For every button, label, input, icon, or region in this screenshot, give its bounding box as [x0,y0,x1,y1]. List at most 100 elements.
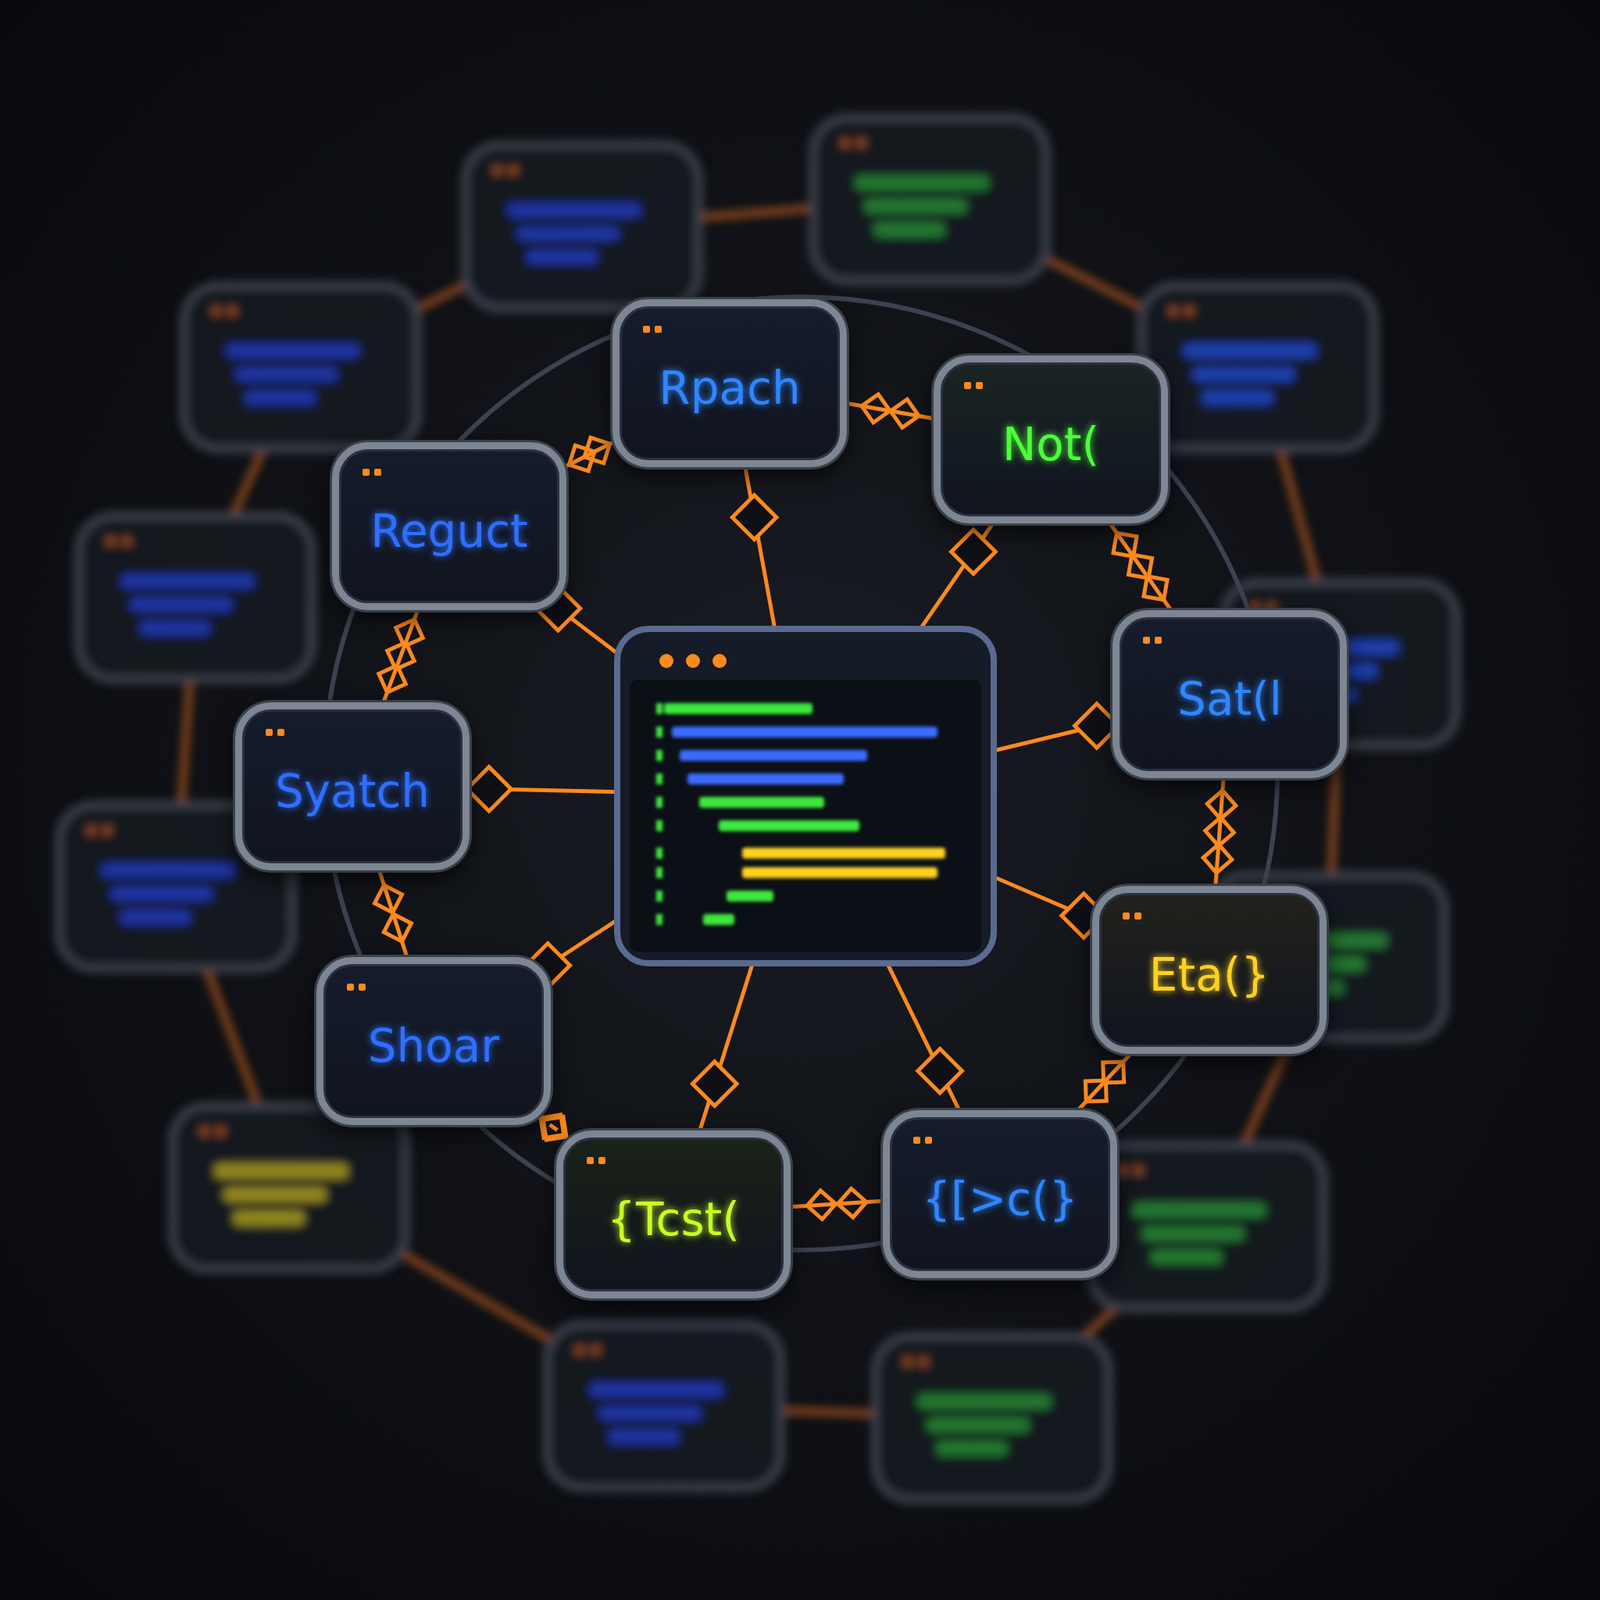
chain-diamond [1143,576,1168,600]
ring-connector [790,1188,883,1219]
chain-diamond [396,619,423,647]
outer-dot [1117,1165,1128,1175]
connector-line [550,1125,558,1131]
code-node: Not( [933,355,1168,524]
outer-code-bar [589,1382,723,1397]
outer-dot [215,1126,225,1136]
window-dots [362,464,386,473]
chain-diamond [1205,817,1235,847]
code-line [742,847,946,859]
chain-diamond [375,885,403,913]
outer-code-bar [864,199,967,214]
code-node: {Tcst( [556,1130,791,1299]
outer-code-bar [855,175,989,190]
node-label: Syatch [275,753,430,818]
outer-box [78,515,313,680]
outer-code-bar [526,250,597,265]
connector-line [1110,523,1172,611]
outer-dot [840,138,850,148]
code-line [718,820,860,832]
ring-connector [846,394,934,429]
window-dots [913,1132,937,1141]
outer-code-bar [517,226,619,241]
code-line [726,890,774,902]
outer-box [1089,1144,1325,1309]
code-node: Eta(} [1092,885,1327,1054]
outer-dot [227,306,237,316]
code-window [617,628,994,964]
outer-code-bar [1151,1250,1222,1265]
node-label: Not( [1002,407,1100,472]
outer-code-bar [110,886,213,901]
ring-connector [566,437,613,472]
outer-dot [918,1357,929,1367]
line-number [656,703,663,715]
window-dots [964,378,988,386]
outer-code-bar [599,1406,701,1421]
chain-diamond [387,642,415,669]
outer-code-bar [224,1187,326,1202]
outer-code-bar [917,1394,1051,1409]
outer-dot [86,825,97,836]
outer-code-bar [214,1164,348,1179]
outer-code-bar [121,574,254,589]
outer-code-bar [1192,367,1295,382]
chain-diamond [1085,1080,1107,1102]
line-number [656,750,663,761]
outer-dot [211,306,222,316]
window-dots [1142,632,1167,641]
code-node: {[>c(} [882,1110,1118,1279]
outer-code-bar [233,1210,304,1225]
ring-connector [375,870,412,958]
code-line [679,750,868,761]
spoke-diamond [917,1049,963,1094]
outer-code-bar [245,390,316,405]
outer-dot [492,165,503,175]
outer-code-bar [101,863,235,878]
node-label: Reguct [370,493,529,558]
line-number [656,726,663,738]
outer-dot [856,138,866,148]
outer-code-bar [1132,1203,1266,1218]
outer-dot [508,165,518,175]
code-line [664,703,813,715]
outer-code-bar [874,222,945,237]
window-dots [642,321,667,330]
ring-connector [378,610,423,703]
outer-code-bar [608,1429,679,1444]
outer-dot [590,1345,600,1355]
outer-code-bar [1202,390,1273,405]
outer-box [464,144,700,309]
outer-dot [575,1345,585,1355]
outer-dot [1168,306,1179,316]
node-label: {[>c(} [921,1161,1079,1226]
outer-box [546,1324,782,1489]
chain-diamond [378,665,406,693]
spoke-diamond [951,529,997,575]
outer-dot [903,1357,913,1367]
spoke-diamond [732,495,777,540]
spoke-diamond [692,1061,737,1107]
outer-code-bar [120,910,191,925]
chain-diamond [584,437,611,464]
code-node: Sat(l [1112,610,1347,779]
ring-connector [1078,1053,1131,1111]
chain-diamond [540,1114,565,1139]
chain-diamond [837,1188,867,1218]
chain-diamond [383,914,411,942]
outer-code-bar [139,621,211,636]
outer-code-bar [927,1417,1029,1433]
code-line [671,726,938,738]
outer-box [183,285,418,450]
connector-line [1078,1053,1131,1111]
line-number [656,820,663,832]
code-line [699,796,825,808]
chain-diamond [1203,844,1233,874]
window-dots [586,1153,611,1161]
blurred-outer-ring [58,117,1458,1500]
node-label: Eta(} [1149,937,1270,1002]
outer-code-bar [130,597,233,612]
line-number [656,867,663,879]
code-line [687,773,844,785]
node-label: Sat(l [1177,661,1283,726]
